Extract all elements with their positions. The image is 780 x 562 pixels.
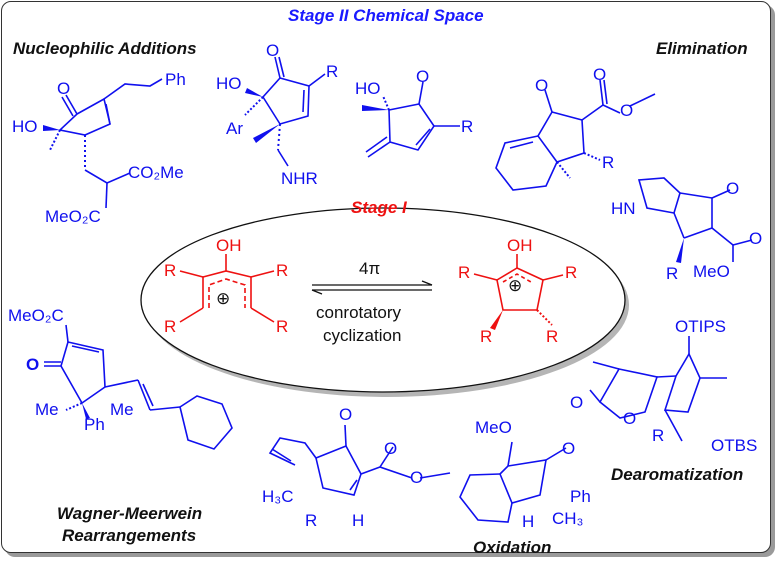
arrow-label-conrotatory: conrotatory (316, 303, 402, 322)
category-oxidation: Oxidation (473, 538, 552, 557)
atom-label: R (652, 426, 665, 445)
molecule-6 (44, 324, 233, 450)
arrow-label-4pi: 4π (359, 259, 381, 278)
atom-label: O (26, 355, 40, 374)
product-oh: OH (507, 236, 533, 255)
atom-label: Ar (226, 119, 243, 138)
atom-label: O (416, 67, 430, 86)
cation-charge-icon: ⊕ (216, 289, 231, 308)
atom-label: O (749, 229, 763, 248)
molecule-9 (589, 336, 727, 442)
atom-label: O (620, 101, 634, 120)
equilibrium-arrow (311, 280, 433, 295)
molecule-2 (244, 56, 326, 167)
molecule-5 (637, 177, 753, 262)
arrow-label-cyclization: cyclization (323, 326, 402, 345)
stage2-title: Stage II Chemical Space (288, 6, 484, 25)
atom-label: R (326, 62, 339, 81)
wedge-bond (490, 310, 503, 330)
product-r: R (458, 263, 471, 282)
atom-label: O (623, 409, 637, 428)
atom-label: H₃C (262, 487, 294, 506)
atom-label: O (535, 76, 549, 95)
atom-label: O (57, 79, 71, 98)
atom-label: HO (12, 117, 38, 136)
reactant-r: R (276, 317, 289, 336)
molecule-8 (459, 441, 567, 523)
molecule-4 (495, 79, 656, 191)
atom-label: Me (110, 400, 134, 419)
atom-label: HO (355, 79, 381, 98)
atom-label: R (602, 153, 615, 172)
reactant-r: R (164, 261, 177, 280)
product-r: R (480, 327, 493, 346)
molecule-3 (365, 81, 460, 158)
atom-label: MeO (693, 262, 730, 281)
reactant-r: R (164, 317, 177, 336)
atom-label: R (461, 117, 474, 136)
atom-label: O (410, 468, 424, 487)
atom-label: HO (216, 74, 242, 93)
atom-label: R (666, 264, 679, 283)
product-r: R (546, 327, 559, 346)
atom-label: R (305, 511, 318, 530)
atom-label: O (726, 179, 740, 198)
category-elimination: Elimination (656, 39, 748, 58)
atom-label: Ph (165, 70, 186, 89)
atom-label: O (593, 65, 607, 84)
stage1-label: Stage I (351, 198, 407, 217)
stage1-ellipse (140, 207, 626, 393)
atom-label: NHR (281, 169, 318, 188)
atom-label: H (352, 511, 365, 530)
atom-label: O (266, 41, 280, 60)
atom-label: OTBS (711, 436, 758, 455)
molecule-7 (268, 424, 451, 496)
atom-label: O (339, 405, 353, 424)
atom-label: Ph (84, 415, 105, 434)
atom-label: MeO (475, 418, 512, 437)
atom-label: MeO₂C (45, 207, 101, 226)
reactant-r: R (276, 261, 289, 280)
cation-charge-icon: ⊕ (508, 276, 523, 295)
atom-label: MeO₂C (8, 306, 64, 325)
reactant-oh: OH (216, 236, 242, 255)
atom-label: O (384, 439, 398, 458)
category-nucleophilic-additions: Nucleophilic Additions (13, 39, 197, 58)
product-r: R (565, 263, 578, 282)
atom-label: CO₂Me (128, 163, 184, 182)
product-structure (473, 254, 564, 326)
category-wagner-meerwein-1: Wagner-Meerwein (57, 504, 203, 523)
atom-label: O (570, 393, 584, 412)
reactant-structure (179, 254, 275, 323)
atom-label: O (562, 439, 576, 458)
molecule-1 (49, 78, 163, 209)
category-wagner-meerwein-2: Rearrangements (62, 526, 197, 545)
atom-label: OTIPS (675, 317, 727, 336)
atom-label: Me (35, 400, 59, 419)
category-dearomatization: Dearomatization (611, 465, 744, 484)
atom-label: HN (611, 199, 636, 218)
atom-label: H (522, 512, 535, 531)
atom-label: CH₃ (552, 509, 584, 528)
atom-label: Ph (570, 487, 591, 506)
